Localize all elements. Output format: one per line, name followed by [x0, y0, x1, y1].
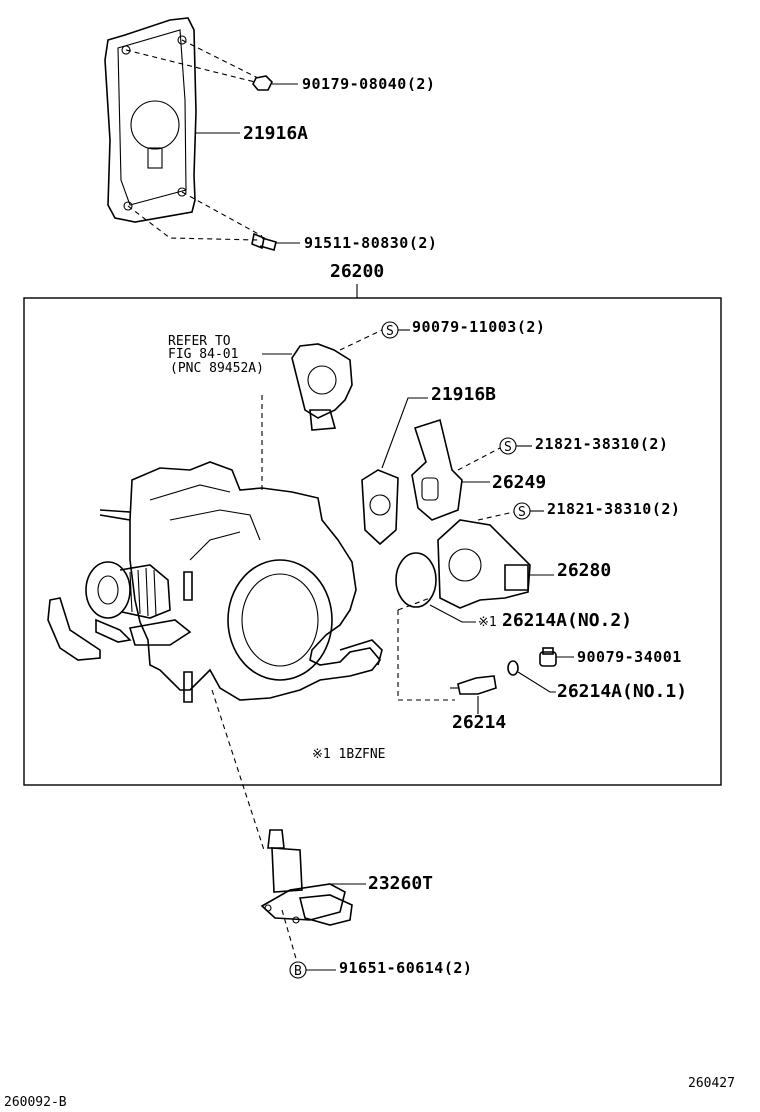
footer-right: 260427: [688, 1076, 735, 1091]
label-bolt-bracket: 91511-80830(2): [304, 234, 437, 252]
assembly-frame: [23, 297, 722, 786]
water-cover-26249: [411, 418, 463, 521]
symbol-s-text-2: S: [504, 440, 512, 455]
nut-icon: [252, 75, 273, 91]
label-water-cover: 26249: [492, 472, 546, 493]
label-bolt-dashpot: 91651-60614(2): [339, 959, 472, 977]
bolt-icon: [251, 232, 277, 251]
label-screw-valve: 21821-38310(2): [547, 500, 680, 518]
label-valve: 26280: [557, 560, 611, 581]
plug-icon: [539, 647, 557, 667]
label-gasket: 21916B: [431, 384, 496, 405]
oring-no1: [507, 660, 519, 676]
bracket-21916a: [104, 17, 197, 223]
label-bracket: 21916A: [243, 123, 308, 144]
label-screw-cover: 21821-38310(2): [535, 435, 668, 453]
symbol-s-text-3: S: [518, 505, 526, 520]
sensor-26214: [450, 675, 497, 695]
note-engine: ※1 1BZFNE: [312, 747, 386, 762]
oring-no2: [395, 552, 437, 608]
label-oring-no2-prefix: ※1: [478, 615, 497, 630]
throttle-body: [99, 461, 383, 703]
label-plug: 90079-34001: [577, 648, 682, 666]
refer-text-line1: REFER TO: [168, 334, 231, 349]
label-oring-no2: 26214A(NO.2): [502, 610, 632, 631]
label-assembly: 26200: [330, 261, 384, 282]
footer-left: 260092-B: [4, 1095, 67, 1110]
refer-text-line3: (PNC 89452A): [170, 361, 264, 376]
label-dashpot: 23260T: [368, 873, 433, 894]
label-screw-sensor: 90079-11003(2): [412, 318, 545, 336]
symbol-b-text: B: [294, 964, 302, 979]
idle-air-valve-26280: [437, 519, 531, 609]
refer-text-line2: FIG 84-01: [168, 347, 238, 362]
symbol-s-text: S: [386, 324, 394, 339]
dashpot-23260t: [260, 829, 353, 926]
throttle-drum: [47, 561, 192, 661]
throttle-position-sensor: [291, 343, 353, 431]
gasket-21916b: [361, 469, 399, 546]
label-nut-bracket: 90179-08040(2): [302, 75, 435, 93]
label-sensor: 26214: [452, 712, 506, 733]
label-oring-no1: 26214A(NO.1): [557, 681, 687, 702]
